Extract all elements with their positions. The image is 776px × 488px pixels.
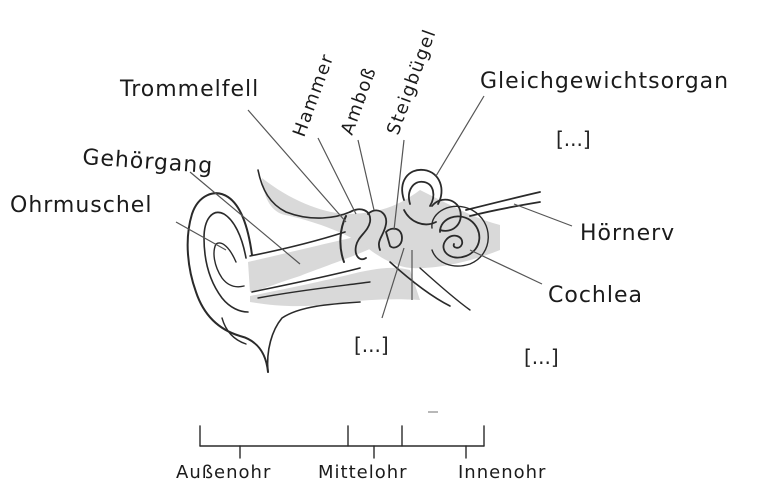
label-ohrmuschel: Ohrmuschel [10,193,152,218]
leader-hoernerv [514,204,572,226]
head-outline [268,302,360,372]
section-aussenohr: Außenohr [176,462,271,483]
section-bracket: Außenohr Mittelohr Innenohr [176,426,546,483]
placeholder-top-right: [...] [556,127,591,151]
label-hammer: Hammer [289,51,339,140]
label-cochlea: Cochlea [548,283,643,308]
label-gehoergang: Gehörgang [82,145,214,179]
section-innenohr: Innenohr [458,462,546,483]
auditory-nerve-upper [466,192,540,210]
label-steigbuegel: Steigbügel [383,26,441,138]
leader-ohrmuschel [176,222,226,250]
auditory-nerve-lower [470,202,540,216]
placeholder-bottom-right: [...] [524,345,559,369]
label-trommelfell: Trommelfell [119,77,259,102]
leader-cochlea [470,250,542,284]
concha [214,243,244,287]
pinna-inner-fold [204,212,248,312]
placeholder-middle: [...] [354,333,389,357]
leader-gleichgewichtsorgan [436,96,484,176]
labels: Trommelfell Hammer Amboß Steigbügel Glei… [10,26,729,369]
section-mittelohr: Mittelohr [318,462,408,483]
leader-hammer [318,138,356,214]
label-amboss: Amboß [337,64,381,138]
leader-amboss [358,140,374,210]
label-hoernerv: Hörnerv [580,221,675,246]
label-gleichgewichtsorgan: Gleichgewichtsorgan [480,69,729,94]
